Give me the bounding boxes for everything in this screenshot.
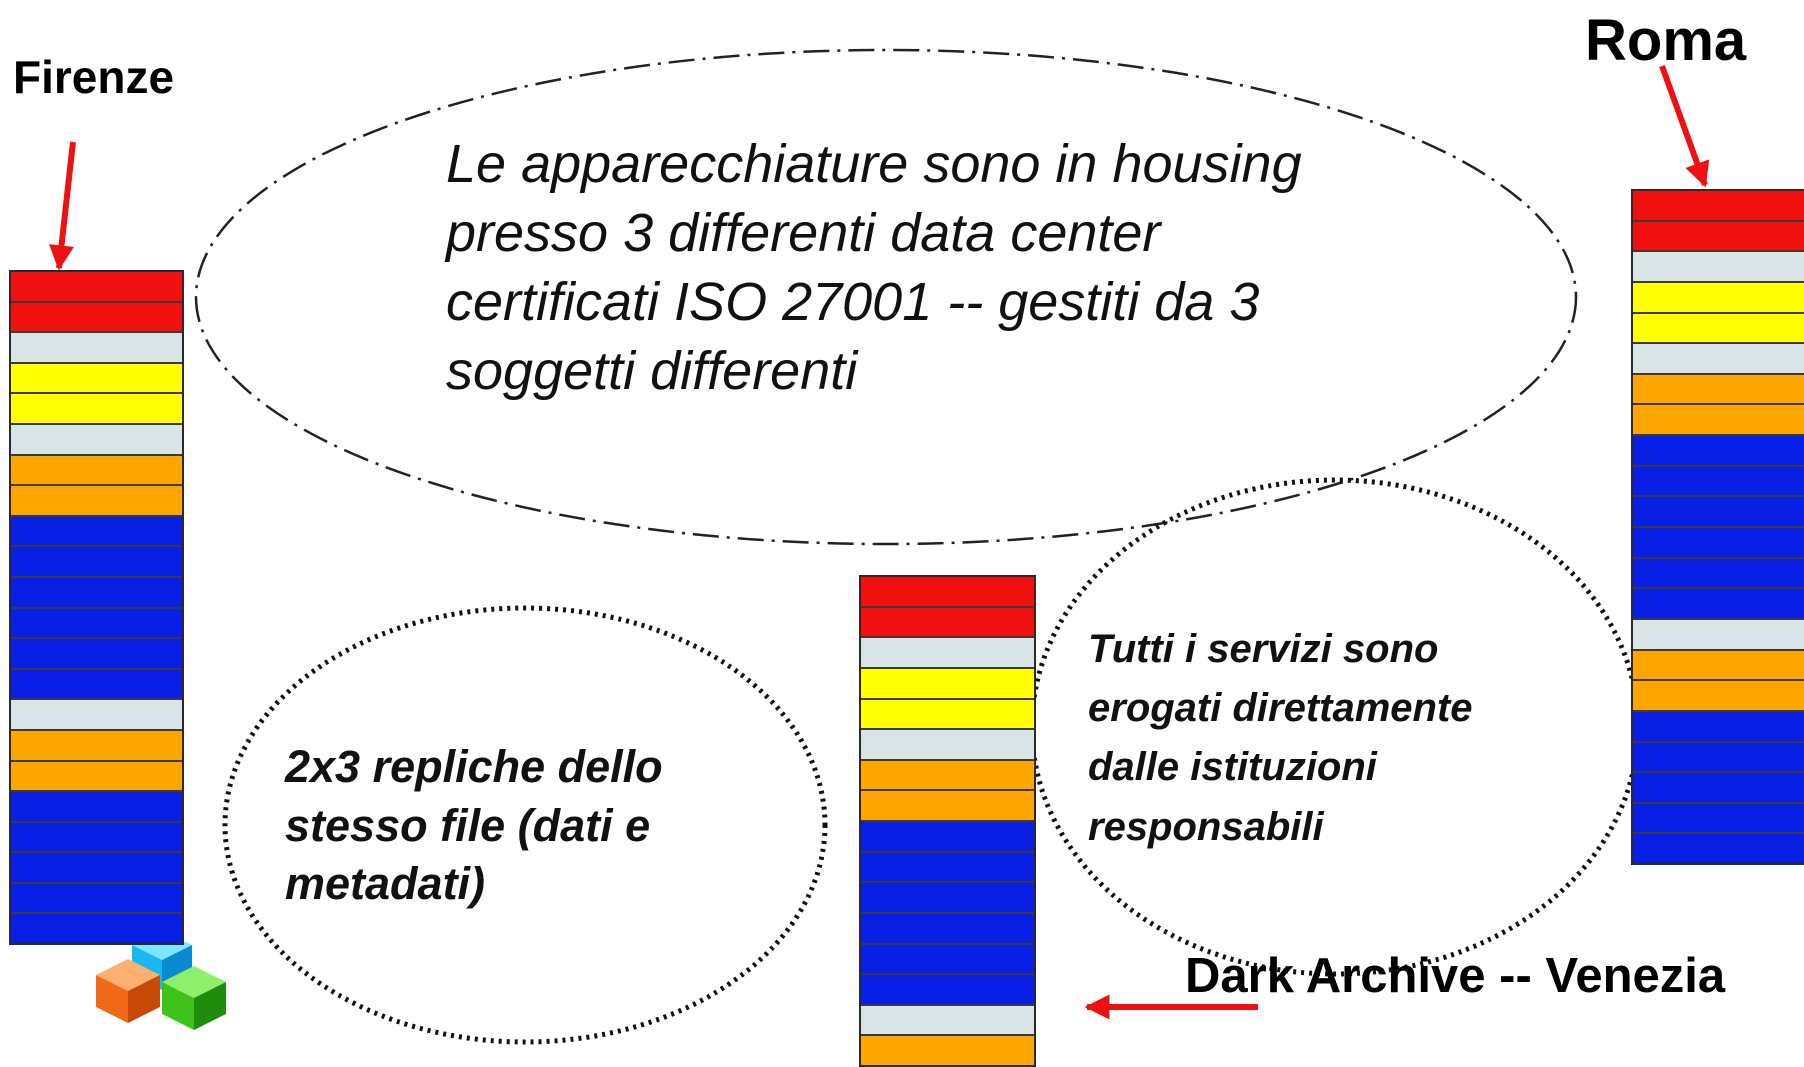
- housing-note-line: soggetti differenti: [446, 341, 858, 402]
- storage-segment-blue: [861, 944, 1034, 976]
- storage-segment-red: [1633, 221, 1804, 253]
- roma-storage-stack: [1631, 189, 1804, 865]
- storage-segment-blue: [1633, 803, 1804, 835]
- storage-segment-blue: [11, 608, 182, 640]
- storage-segment-orange: [11, 486, 182, 517]
- storage-segment-red: [11, 302, 182, 334]
- storage-segment-yellow: [1633, 313, 1804, 345]
- housing-ellipse: [194, 48, 1578, 546]
- storage-segment-red: [11, 272, 182, 303]
- storage-segment-blue: [11, 639, 182, 670]
- venezia-label: Dark Archive -- Venezia: [1185, 949, 1726, 1003]
- services-note: Tutti i servizi sono erogati direttament…: [1088, 620, 1473, 857]
- storage-segment-light: [11, 333, 182, 364]
- storage-segment-blue: [1633, 711, 1804, 743]
- storage-segment-blue: [1633, 436, 1804, 467]
- replicas-note: 2x3 repliche dello stesso file (dati e m…: [285, 738, 663, 914]
- storage-segment-blue: [11, 547, 182, 578]
- storage-segment-light: [1633, 252, 1804, 283]
- housing-note-line: Le apparecchiature sono in housing: [446, 134, 1302, 194]
- storage-segment-blue: [861, 913, 1034, 945]
- services-note-line: responsabili: [1088, 804, 1324, 849]
- storage-segment-red: [861, 607, 1034, 639]
- firenze-label: Firenze: [13, 51, 175, 103]
- storage-segment-blue: [11, 822, 182, 854]
- storage-segment-yellow: [1633, 282, 1804, 314]
- storage-segment-light: [861, 1005, 1034, 1037]
- storage-segment-blue: [1633, 742, 1804, 774]
- storage-segment-blue: [861, 975, 1034, 1006]
- housing-note: Le apparecchiature sono in housing press…: [446, 130, 1302, 406]
- storage-segment-yellow: [11, 394, 182, 425]
- storage-segment-yellow: [861, 699, 1034, 731]
- storage-segment-red: [861, 577, 1034, 608]
- storage-segment-orange: [1633, 650, 1804, 682]
- storage-segment-orange: [1633, 681, 1804, 712]
- storage-segment-yellow: [861, 668, 1034, 700]
- storage-segment-blue: [1633, 558, 1804, 590]
- storage-segment-blue: [11, 792, 182, 823]
- firenze-arrow: [48, 141, 76, 271]
- storage-segment-blue: [1633, 497, 1804, 529]
- storage-segment-blue: [1633, 834, 1804, 864]
- services-note-line: Tutti i servizi sono: [1088, 627, 1439, 671]
- replicas-ellipse: [222, 605, 828, 1045]
- storage-segment-blue: [1633, 589, 1804, 620]
- storage-segment-red: [1633, 191, 1804, 222]
- storage-segment-blue: [861, 852, 1034, 884]
- venezia-storage-stack: [859, 575, 1036, 1067]
- storage-segment-light: [861, 730, 1034, 761]
- storage-segment-blue: [1633, 466, 1804, 498]
- storage-segment-light: [11, 700, 182, 731]
- storage-segment-blue: [11, 577, 182, 609]
- housing-note-line: presso 3 differenti data center: [446, 203, 1161, 264]
- storage-segment-blue: [1633, 528, 1804, 559]
- roma-arrow: [1659, 64, 1710, 188]
- storage-segment-light: [1633, 619, 1804, 651]
- storage-segment-orange: [861, 791, 1034, 822]
- services-note-line: dalle istituzioni: [1088, 745, 1377, 790]
- storage-segment-orange: [11, 730, 182, 762]
- replicas-note-line: metadati): [285, 858, 486, 909]
- replicas-note-line: stesso file (dati e: [285, 799, 651, 851]
- storage-segment-orange: [11, 761, 182, 793]
- firenze-storage-stack: [9, 270, 184, 945]
- storage-segment-orange: [1633, 405, 1804, 437]
- storage-segment-blue: [1633, 773, 1804, 804]
- storage-segment-light: [11, 424, 182, 456]
- roma-label: Roma: [1585, 8, 1747, 73]
- storage-segment-orange: [1633, 374, 1804, 406]
- storage-segment-blue: [11, 516, 182, 548]
- storage-segment-blue: [861, 822, 1034, 853]
- stacked-cubes-icon: [96, 930, 226, 1030]
- replicas-note-line: 2x3 repliche dello: [285, 741, 663, 792]
- services-note-line: erogati direttamente: [1088, 686, 1473, 731]
- storage-segment-blue: [861, 883, 1034, 914]
- storage-segment-light: [1633, 344, 1804, 375]
- storage-segment-blue: [11, 853, 182, 884]
- storage-segment-light: [861, 638, 1034, 669]
- storage-segment-orange: [861, 760, 1034, 792]
- storage-segment-orange: [11, 455, 182, 487]
- storage-segment-blue: [11, 914, 182, 944]
- housing-note-line: certificati ISO 27001 -- gestiti da 3: [446, 272, 1260, 333]
- storage-segment-blue: [11, 669, 182, 701]
- storage-segment-orange: [861, 1036, 1034, 1065]
- storage-segment-blue: [11, 883, 182, 915]
- storage-segment-yellow: [11, 363, 182, 395]
